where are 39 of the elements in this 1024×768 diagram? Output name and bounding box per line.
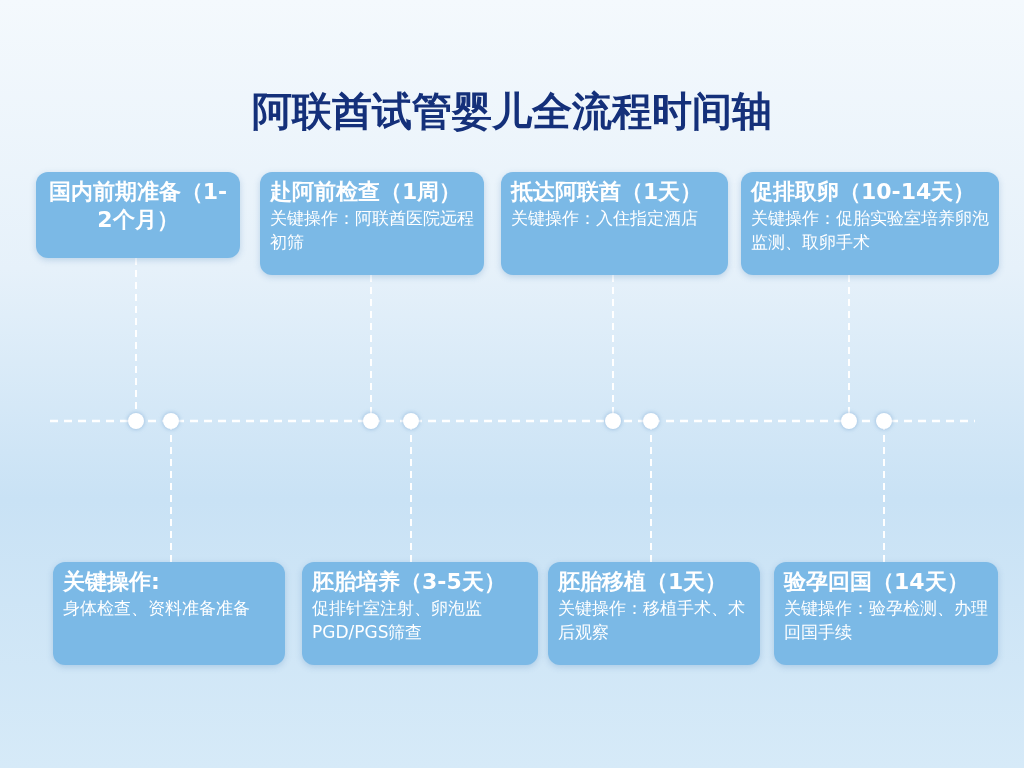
timeline-dot [363,413,379,429]
milestone-card [36,172,240,258]
milestone-heading: 关键操作: [63,568,161,596]
milestone-heading: 胚胎培养（3-5天） [312,568,507,596]
milestone-heading: 赴阿前检查（1周） [270,178,463,206]
milestone-description: 身体检查、资料准备准备 [63,597,251,620]
timeline-dot [876,413,892,429]
milestone-card [548,562,760,665]
milestone-heading: 胚胎移植（1天） [558,568,729,596]
milestone-heading: 促排取卵（10-14天） [751,178,977,206]
timeline-dot [403,413,419,429]
dashed-connector [612,274,614,414]
milestone-description: 促排针室注射、卵泡监PGD/PGS筛查 [312,597,483,644]
milestone-heading: 国内前期准备（1-2个月） [47,178,229,234]
dashed-connector [410,428,412,563]
milestone-card [53,562,285,665]
milestone-description: 关键操作：促胎实验室培养卵泡监测、取卵手术 [751,207,989,254]
dashed-connector [170,428,172,563]
milestone-description: 关键操作：移植手术、术后观察 [558,597,746,644]
dashed-connector [370,274,372,414]
dashed-connector [883,428,885,563]
timeline-dot [841,413,857,429]
milestone-description: 关键操作：验孕检测、办理回国手续 [784,597,988,644]
timeline-dot [163,413,179,429]
milestone-heading: 验孕回国（14天） [784,568,970,596]
milestone-card [774,562,998,665]
timeline-dot [128,413,144,429]
milestone-card [302,562,538,665]
dashed-connector [650,428,652,563]
dashed-connector [848,274,850,414]
timeline-dot [643,413,659,429]
milestone-heading: 抵达阿联酋（1天） [511,178,704,206]
milestone-card [260,172,484,275]
milestone-card [741,172,999,275]
diagram-title: 阿联酋试管婴儿全流程时间轴 [251,87,773,136]
milestone-description: 关键操作：入住指定酒店 [511,207,699,230]
milestone-description: 关键操作：阿联酋医院远程初筛 [270,207,474,254]
timeline-dot [605,413,621,429]
milestone-card [501,172,728,275]
